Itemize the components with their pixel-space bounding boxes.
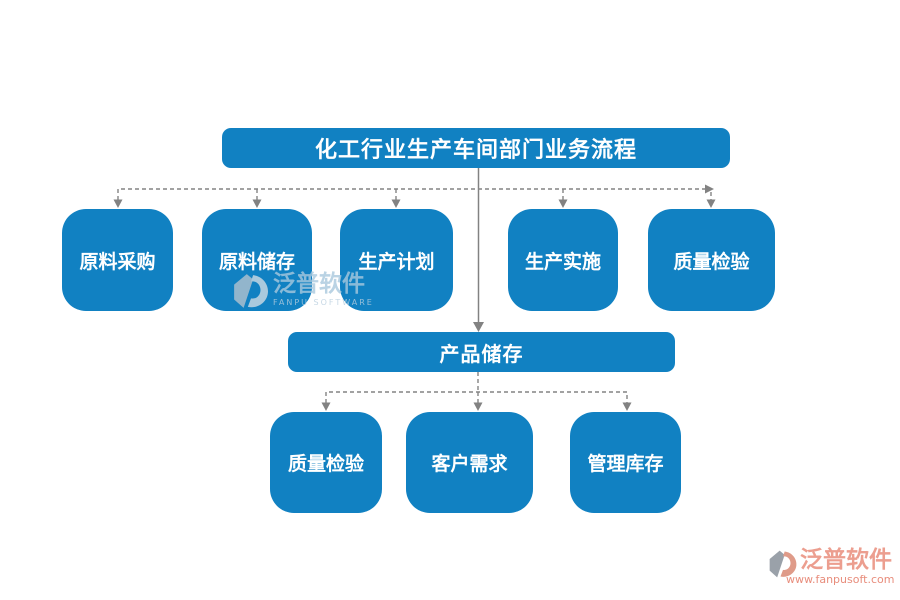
node-production-implementation: 生产实施: [508, 209, 618, 311]
node-customer-demand: 客户需求: [406, 412, 533, 513]
node-production-planning: 生产计划: [340, 209, 453, 311]
node-quality-inspection-top: 质量检验: [648, 209, 775, 311]
node-raw-material-storage: 原料储存: [202, 209, 312, 311]
diagram-title: 化工行业生产车间部门业务流程: [222, 128, 730, 168]
watermark-corner: 泛普软件 www.fanpusoft.com: [768, 548, 894, 586]
node-inventory-management: 管理库存: [570, 412, 681, 513]
node-quality-inspection-bottom: 质量检验: [270, 412, 382, 513]
node-product-storage: 产品储存: [288, 332, 675, 372]
node-raw-material-procurement: 原料采购: [62, 209, 173, 311]
watermark-url-text: www.fanpusoft.com: [786, 573, 895, 586]
watermark-brand-text: 泛普软件: [800, 547, 892, 573]
fanpu-logo-icon: [768, 548, 798, 584]
